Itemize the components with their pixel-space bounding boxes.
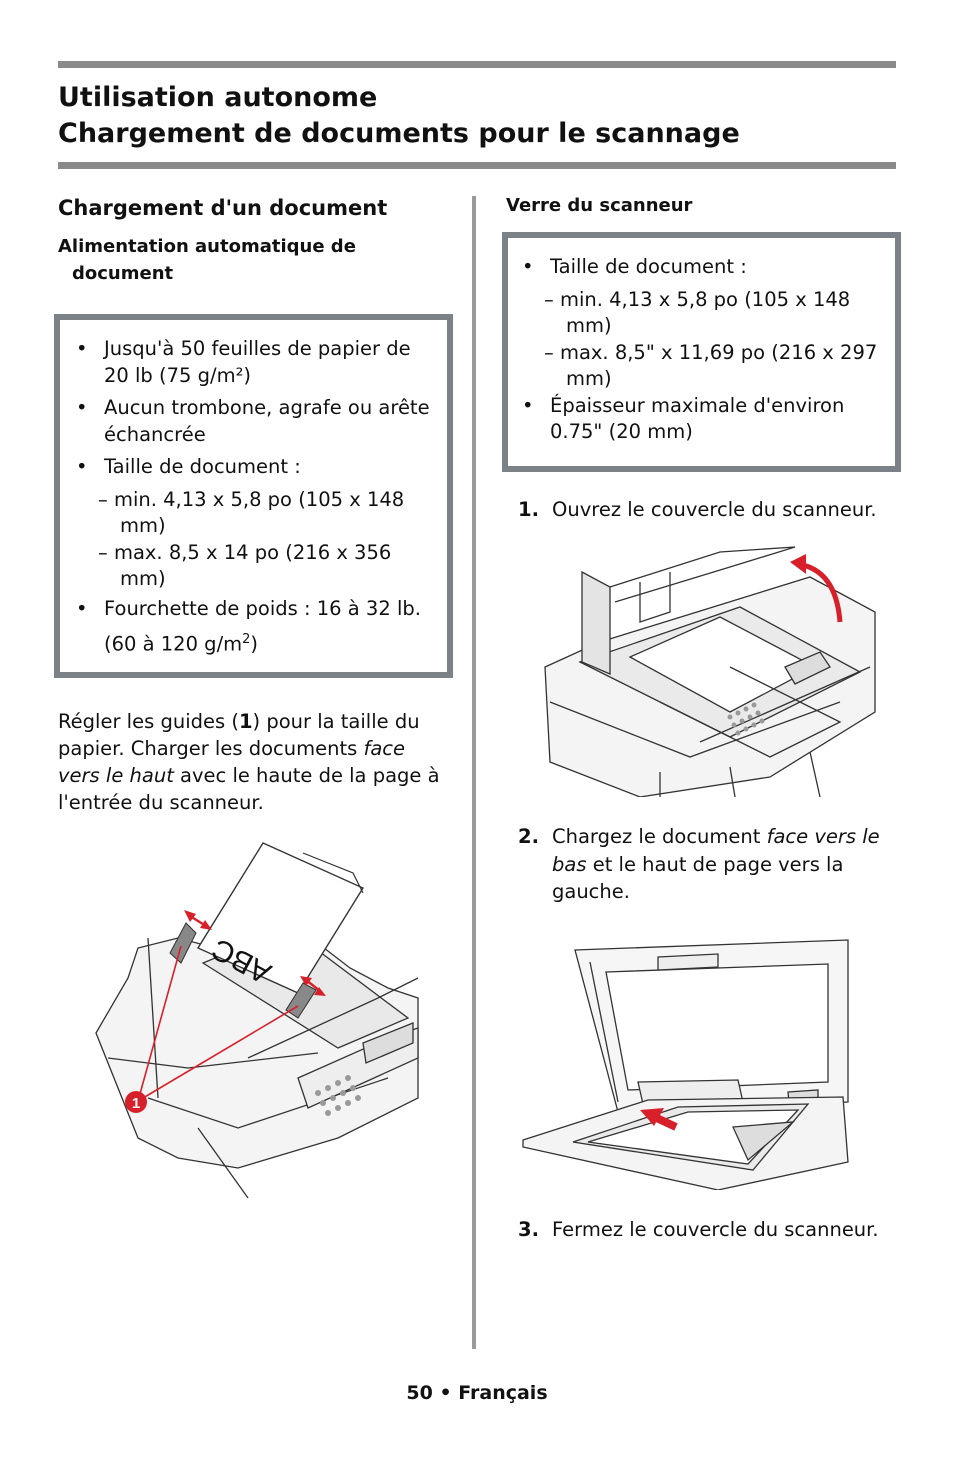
step-2: 2. Chargez le document face vers le bas … xyxy=(518,825,880,903)
open-cover-illustration xyxy=(544,546,876,797)
adf-loading-illustration: ABC 1 xyxy=(95,842,419,1199)
page-footer: 50 • Français xyxy=(406,1382,548,1404)
adf-spec-box: Jusqu'à 50 feuilles de papier de 20 lb (… xyxy=(54,314,453,678)
title-line-2: Chargement de documents pour le scannage xyxy=(58,118,740,149)
callout-marker xyxy=(125,1091,147,1113)
column-divider xyxy=(472,196,476,1349)
guide-instructions: Régler les guides (1) pour la taille du … xyxy=(58,710,440,814)
callout-number: 1 xyxy=(132,1095,140,1112)
section-heading: Chargement d'un document xyxy=(58,196,388,220)
spec-item: Fourchette de poids : 16 à 32 lb. (60 à … xyxy=(66,593,439,660)
scanner-glass-heading: Verre du scanneur xyxy=(506,195,693,216)
subheading-adf: Alimentation automatique de document xyxy=(58,236,356,284)
page-number: 50 xyxy=(406,1382,433,1404)
top-rule xyxy=(58,61,896,68)
title-line-1: Utilisation autonome xyxy=(58,82,378,113)
language-label: Français xyxy=(458,1382,548,1404)
spec-subitem: – max. 8,5" x 11,69 po (216 x 297 mm) xyxy=(544,340,878,391)
step-1: 1. Ouvrez le couvercle du scanneur. xyxy=(518,498,877,521)
page-title: Utilisation autonome Chargement de docum… xyxy=(58,80,740,152)
spec-subitem: – min. 4,13 x 5,8 po (105 x 148 mm) xyxy=(98,487,405,538)
spec-subitem: – min. 4,13 x 5,8 po (105 x 148 mm) xyxy=(544,287,851,338)
step-3: 3. Fermez le couvercle du scanneur. xyxy=(518,1218,879,1241)
spec-item: Jusqu'à 50 feuilles de papier de 20 lb (… xyxy=(66,336,439,389)
spec-item: Taille de document : xyxy=(66,454,439,481)
spec-subitem: – max. 8,5 x 14 po (216 x 356 mm) xyxy=(98,540,392,591)
spec-item: Taille de document : xyxy=(512,254,887,281)
spec-item: Aucun trombone, agrafe ou arête échancré… xyxy=(66,395,439,448)
load-document-illustration xyxy=(522,939,849,1190)
glass-spec-box: Taille de document : – min. 4,13 x 5,8 p… xyxy=(502,232,901,472)
title-bottom-rule xyxy=(58,162,896,169)
spec-item: Épaisseur maximale d'environ 0.75" (20 m… xyxy=(512,393,887,446)
